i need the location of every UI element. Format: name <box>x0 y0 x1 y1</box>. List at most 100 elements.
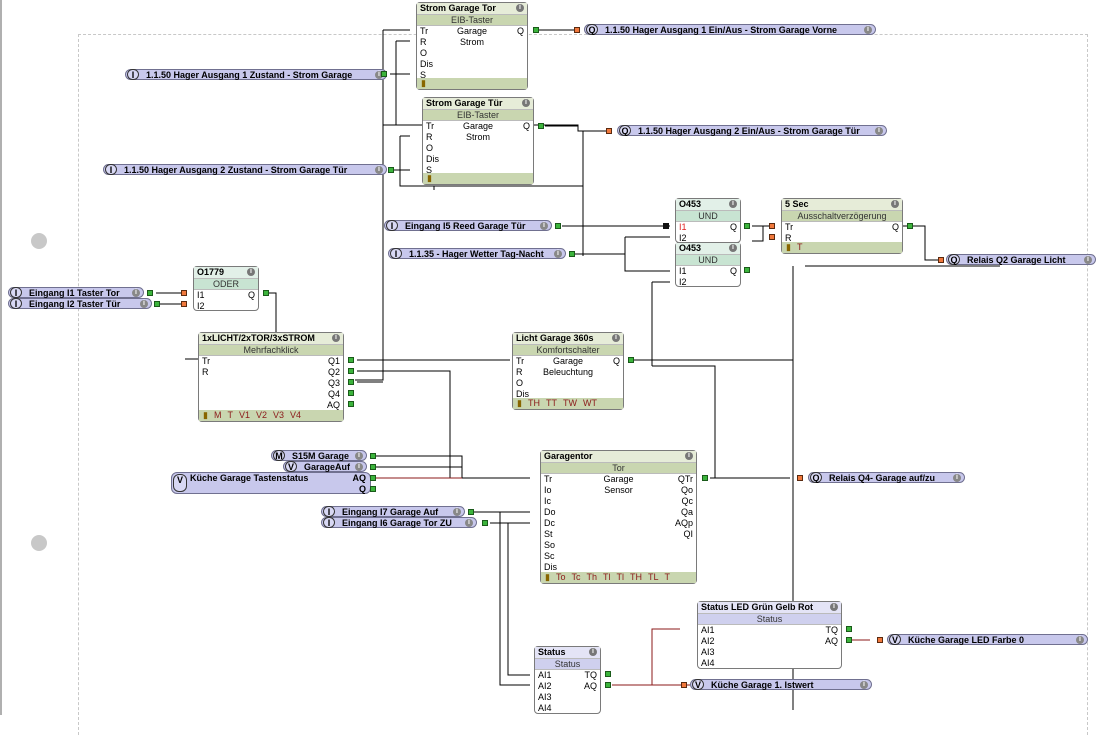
output-pin-q[interactable]: Q <box>516 26 524 36</box>
output-port[interactable] <box>154 301 160 307</box>
input-pin-tr[interactable]: Tr <box>516 356 525 366</box>
info-icon[interactable]: i <box>953 474 961 482</box>
input-pin-so[interactable]: So <box>544 540 556 550</box>
info-icon[interactable]: i <box>332 334 340 342</box>
param-m[interactable]: M <box>213 410 222 420</box>
output-port[interactable] <box>605 671 611 677</box>
output-port[interactable] <box>744 267 750 273</box>
input-pin-r[interactable]: R <box>202 367 209 377</box>
input-pin-do[interactable]: Do <box>544 507 556 517</box>
param-th[interactable]: TH <box>527 398 540 408</box>
param-tt[interactable]: TT <box>545 398 557 408</box>
info-icon[interactable]: i <box>465 519 473 527</box>
output-port[interactable] <box>628 357 634 363</box>
input-port[interactable] <box>681 682 687 688</box>
input-pin-ai2[interactable]: AI2 <box>538 681 552 691</box>
input-pin-r[interactable]: R <box>426 132 433 142</box>
info-icon[interactable]: i <box>522 99 530 107</box>
input-port[interactable] <box>181 301 187 307</box>
input-pin-dc[interactable]: Dc <box>544 518 555 528</box>
output-port[interactable] <box>702 475 708 481</box>
output-pin-q4[interactable]: Q4 <box>327 389 340 399</box>
param-t[interactable]: T <box>227 410 233 420</box>
output-port[interactable] <box>388 167 394 173</box>
output-port[interactable] <box>533 27 539 33</box>
output-port[interactable] <box>348 368 354 374</box>
input-pin-ai3[interactable]: AI3 <box>701 647 715 657</box>
output-port[interactable] <box>348 401 354 407</box>
param-th2[interactable]: TH <box>629 572 642 582</box>
input-port[interactable] <box>797 475 803 481</box>
info-icon[interactable]: i <box>140 300 148 308</box>
output-port[interactable] <box>147 290 153 296</box>
input-port[interactable] <box>181 290 187 296</box>
output-port[interactable] <box>348 379 354 385</box>
output-pin-q2[interactable]: Q2 <box>327 367 340 377</box>
info-icon[interactable]: i <box>729 244 737 252</box>
output-pin-q[interactable]: Q <box>522 121 530 131</box>
input-port[interactable] <box>606 128 612 134</box>
output-port[interactable] <box>538 123 544 129</box>
input-port[interactable] <box>877 637 883 643</box>
input-pin-i1[interactable]: I1 <box>679 266 687 276</box>
input-pin-i1[interactable]: I1 <box>197 290 205 300</box>
output-port[interactable] <box>907 223 913 229</box>
info-icon[interactable]: i <box>891 200 899 208</box>
param-tl[interactable]: Tl <box>616 572 624 582</box>
output-port[interactable] <box>381 71 387 77</box>
input-pin-sc[interactable]: Sc <box>544 551 555 561</box>
info-icon[interactable]: i <box>355 463 363 471</box>
input-pin-tr[interactable]: Tr <box>202 356 211 366</box>
input-pin-ai2[interactable]: AI2 <box>701 636 715 646</box>
output-port[interactable] <box>605 682 611 688</box>
output-pin-q[interactable]: Q <box>891 222 899 232</box>
output-pin-qa[interactable]: Qa <box>680 507 693 517</box>
input-pin-tr[interactable]: Tr <box>420 26 429 36</box>
output-port[interactable] <box>482 520 488 526</box>
info-icon[interactable]: i <box>685 452 693 460</box>
output-port[interactable] <box>370 453 376 459</box>
input-pin-tr[interactable]: Tr <box>544 474 553 484</box>
output-pin-aq[interactable]: AQ <box>583 681 597 691</box>
input-pin-dis[interactable]: Dis <box>544 562 557 572</box>
output-port[interactable] <box>348 357 354 363</box>
output-pin-aq[interactable]: AQ <box>352 473 367 483</box>
param-to[interactable]: To <box>555 572 566 582</box>
output-port[interactable] <box>263 290 269 296</box>
info-icon[interactable]: i <box>612 334 620 342</box>
info-icon[interactable]: i <box>1084 256 1092 264</box>
param-v2[interactable]: V2 <box>255 410 267 420</box>
input-pin-r[interactable]: R <box>516 367 523 377</box>
output-port[interactable] <box>846 626 852 632</box>
input-pin-ic[interactable]: Ic <box>544 496 552 506</box>
output-port[interactable] <box>569 251 575 257</box>
output-pin-qo[interactable]: Qo <box>680 485 693 495</box>
info-icon[interactable]: i <box>875 127 883 135</box>
info-icon[interactable]: i <box>864 26 872 34</box>
param-v3[interactable]: V3 <box>272 410 284 420</box>
input-pin-io[interactable]: Io <box>544 485 552 495</box>
input-pin-r[interactable]: R <box>785 233 792 243</box>
output-port[interactable] <box>370 486 376 492</box>
param-t[interactable]: T <box>796 242 803 252</box>
info-icon[interactable]: i <box>729 200 737 208</box>
input-port[interactable] <box>769 234 775 240</box>
output-port[interactable] <box>744 223 750 229</box>
output-port[interactable] <box>846 637 852 643</box>
param-tl[interactable]: Tl <box>602 572 611 582</box>
